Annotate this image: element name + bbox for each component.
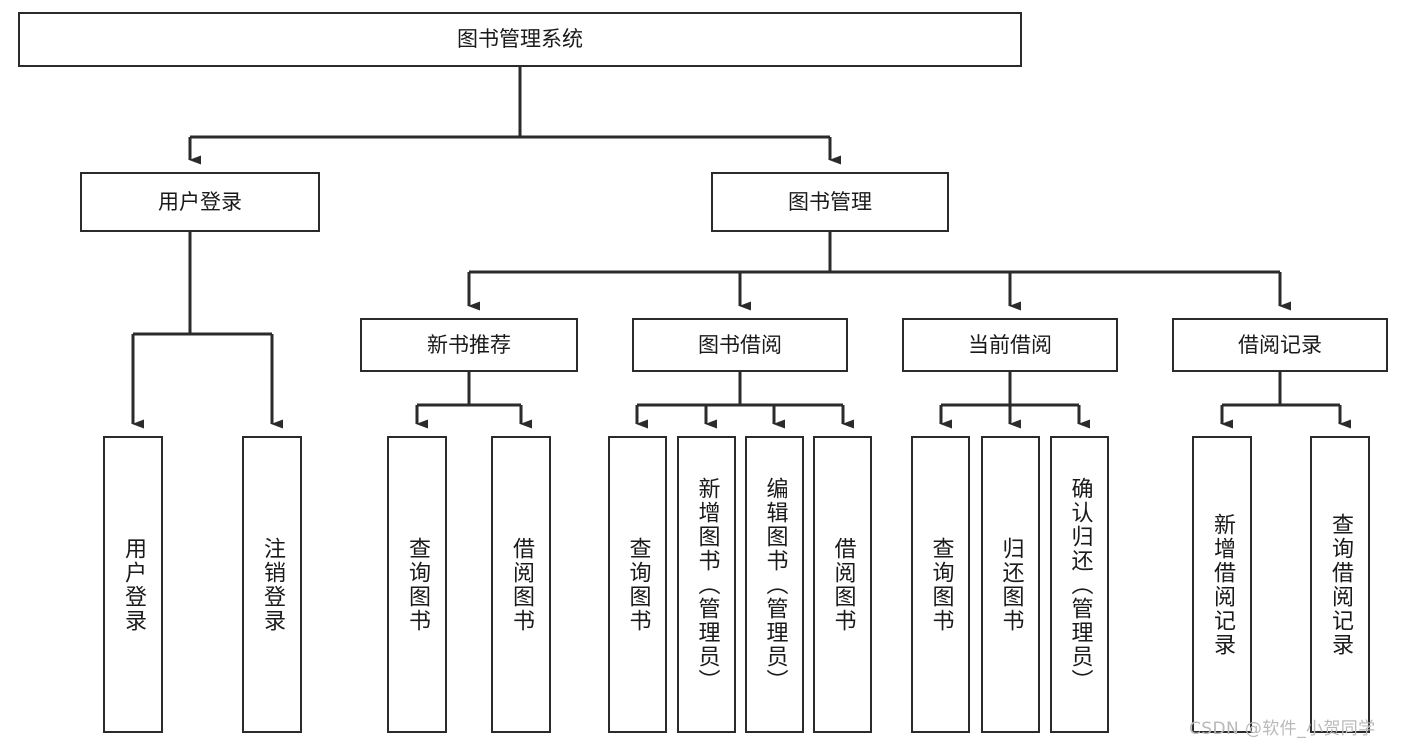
node-leaf-borrow-book-1-label: 借阅图书 [509, 536, 534, 633]
node-leaf-borrow-book-1[interactable]: 借阅图书 [491, 436, 551, 733]
node-new-book-recommend[interactable]: 新书推荐 [360, 318, 578, 372]
node-book-borrow-label: 图书借阅 [698, 332, 782, 357]
node-leaf-return-book[interactable]: 归还图书 [981, 436, 1040, 733]
node-leaf-edit-book-admin-label: 编辑图书（管理员） [762, 476, 788, 693]
node-leaf-edit-book-admin[interactable]: 编辑图书（管理员） [745, 436, 804, 733]
node-root-system-label: 图书管理系统 [457, 27, 583, 52]
node-leaf-logout-login[interactable]: 注销登录 [242, 436, 302, 733]
node-leaf-logout-login-label: 注销登录 [260, 536, 285, 633]
node-leaf-add-borrow-record-label: 新增借阅记录 [1210, 512, 1235, 657]
node-leaf-query-borrow-record-label: 查询借阅记录 [1328, 512, 1353, 657]
node-leaf-add-borrow-record[interactable]: 新增借阅记录 [1192, 436, 1252, 733]
node-leaf-user-login[interactable]: 用户登录 [103, 436, 163, 733]
node-book-management[interactable]: 图书管理 [711, 172, 949, 232]
node-root-system[interactable]: 图书管理系统 [18, 12, 1022, 67]
node-leaf-query-book-1[interactable]: 查询图书 [387, 436, 447, 733]
node-leaf-user-login-label: 用户登录 [121, 536, 146, 633]
node-leaf-borrow-book-2[interactable]: 借阅图书 [813, 436, 872, 733]
node-current-borrow[interactable]: 当前借阅 [902, 318, 1118, 372]
node-leaf-add-book-admin[interactable]: 新增图书（管理员） [677, 436, 736, 733]
node-leaf-query-borrow-record[interactable]: 查询借阅记录 [1310, 436, 1370, 733]
node-leaf-confirm-return-admin-label: 确认归还（管理员） [1067, 476, 1093, 693]
node-leaf-return-book-label: 归还图书 [998, 536, 1024, 633]
node-user-login-label: 用户登录 [158, 189, 242, 214]
node-book-borrow[interactable]: 图书借阅 [632, 318, 848, 372]
node-leaf-add-book-admin-label: 新增图书（管理员） [694, 476, 720, 693]
node-current-borrow-label: 当前借阅 [968, 332, 1052, 357]
node-leaf-query-book-1-label: 查询图书 [405, 536, 430, 633]
node-leaf-query-book-2[interactable]: 查询图书 [608, 436, 667, 733]
node-new-book-recommend-label: 新书推荐 [427, 332, 511, 357]
node-book-management-label: 图书管理 [788, 189, 872, 214]
node-borrow-record[interactable]: 借阅记录 [1172, 318, 1388, 372]
node-borrow-record-label: 借阅记录 [1238, 332, 1322, 357]
node-leaf-borrow-book-2-label: 借阅图书 [830, 536, 856, 633]
node-leaf-query-book-2-label: 查询图书 [625, 536, 651, 633]
node-user-login[interactable]: 用户登录 [80, 172, 320, 232]
node-leaf-query-book-3[interactable]: 查询图书 [911, 436, 970, 733]
node-leaf-confirm-return-admin[interactable]: 确认归还（管理员） [1050, 436, 1109, 733]
node-leaf-query-book-3-label: 查询图书 [928, 536, 954, 633]
csdn-watermark: CSDN @软件_小贺同学 [1189, 719, 1376, 739]
